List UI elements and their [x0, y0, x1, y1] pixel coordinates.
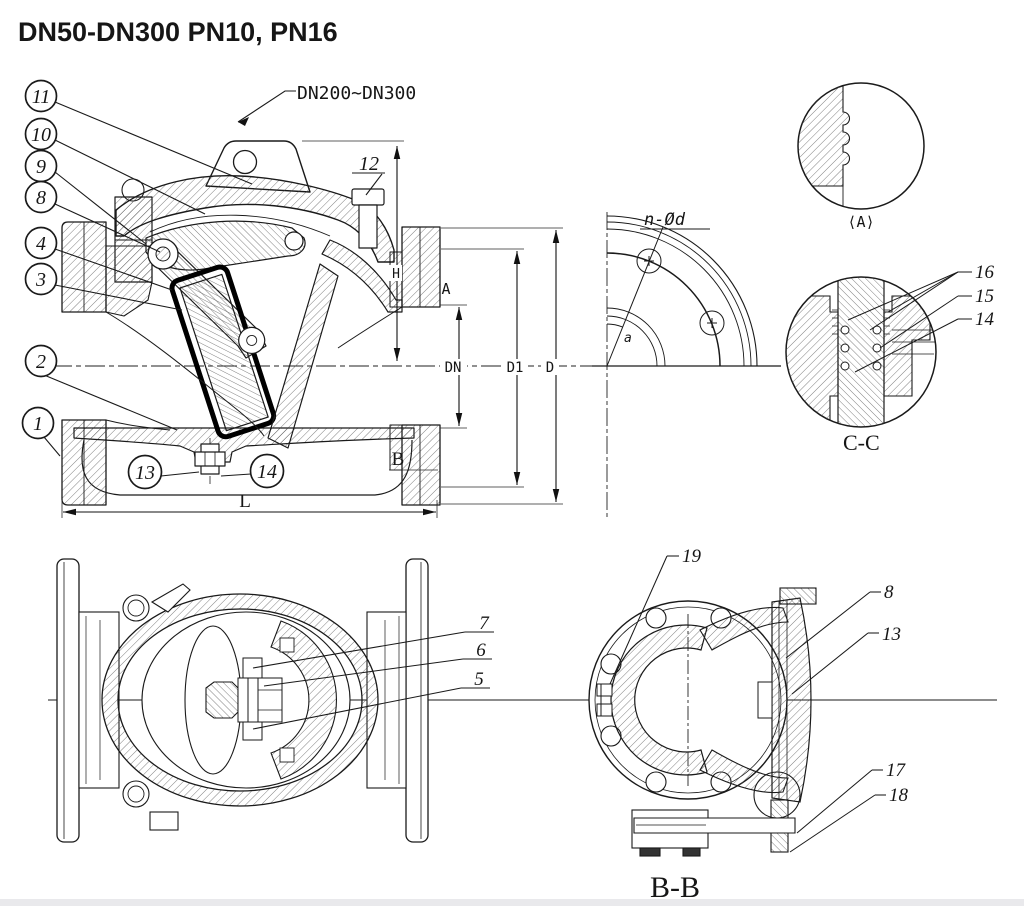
body-right-wall [321, 239, 403, 313]
front-view: 7 6 5 [56, 558, 494, 843]
bb-seat-ring-section [610, 624, 708, 776]
hinge-spout [150, 583, 191, 613]
disc-assembly [169, 264, 277, 440]
outlet-flange-section [389, 226, 441, 506]
dn-range-label: DN200~DN300 [297, 83, 416, 104]
detail-cc: 16 15 14 C-C [785, 262, 995, 455]
detail-cc-caption: C-C [843, 430, 880, 455]
inlet-flange-section [61, 221, 107, 506]
angle-arc [606, 323, 623, 328]
bb-hub-side [757, 681, 773, 719]
dim-D1: D1 [507, 360, 524, 376]
callout-8: 8 [24, 180, 58, 214]
bonnet-plug [351, 188, 385, 249]
callout-11: 11 [24, 79, 58, 113]
lug-hole [232, 149, 258, 175]
hub-bottom-nut [242, 721, 263, 741]
drain-plug [194, 438, 226, 484]
svg-text:3: 3 [35, 269, 46, 291]
detail-a: ⟨A⟩ [797, 82, 925, 231]
callout-7: 7 [479, 613, 490, 634]
svg-text:1: 1 [33, 413, 43, 435]
seat-section [267, 263, 339, 449]
detail-a-caption: ⟨A⟩ [847, 213, 874, 231]
callout-15: 15 [975, 286, 994, 307]
callout-10: 10 [24, 117, 58, 151]
svg-text:2: 2 [36, 351, 46, 373]
bolt-hole [636, 248, 662, 274]
callout-2: 2 [24, 344, 58, 378]
svg-text:10: 10 [31, 124, 51, 146]
bb-top-cap [779, 587, 817, 605]
gasket-face-section [798, 83, 851, 209]
callout-18: 18 [889, 785, 909, 806]
bb-disc-profile [753, 587, 817, 853]
dim-A: A [441, 280, 450, 298]
bolt-circle-arc [606, 252, 721, 367]
callout-14: 14 [249, 453, 285, 489]
dim-H: H [392, 267, 400, 282]
svg-text:9: 9 [36, 156, 46, 178]
dimensions: H A DN D1 D L B [61, 140, 563, 518]
bolt-pattern-label: n-Ød [644, 210, 686, 230]
callout-9: 9 [24, 149, 58, 183]
bb-bolt-hole [645, 607, 667, 629]
hub-top-nut [242, 657, 263, 679]
hinge-boss-bottom [122, 780, 150, 808]
svg-text:4: 4 [36, 233, 46, 255]
svg-text:8: 8 [36, 187, 46, 209]
svg-text:14: 14 [257, 461, 277, 483]
callout-19: 19 [682, 546, 702, 567]
bb-pin-boss [596, 683, 613, 717]
hinge-link-pin [284, 231, 304, 251]
callout-14-cc: 14 [975, 309, 995, 330]
drain-boss-front [149, 811, 179, 831]
callout-1: 1 [21, 406, 55, 440]
callout-13-bb: 13 [882, 624, 901, 645]
bolt-hole [699, 310, 725, 336]
main-section-view [52, 140, 592, 506]
callout-4: 4 [24, 226, 58, 260]
disc-hub [205, 657, 283, 741]
hinge-boss-top [122, 594, 150, 622]
plug-label: 12 [359, 153, 379, 175]
callout-8-bb: 8 [884, 582, 894, 603]
bb-bolt-hole [645, 771, 667, 793]
body-bottom-wall-section [73, 427, 415, 463]
svg-text:13: 13 [135, 462, 155, 484]
callout-13: 13 [127, 454, 163, 490]
dim-DN: DN [445, 360, 462, 376]
bb-bracket [631, 809, 796, 857]
section-bb-caption: B-B [650, 871, 700, 904]
callout-6: 6 [476, 640, 486, 661]
callout-5: 5 [474, 669, 484, 690]
callout-3: 3 [24, 262, 58, 296]
seat-ring-front [270, 620, 337, 780]
main-labels: DN200~DN300 12 [237, 83, 416, 196]
flange-end-view: a n-Ød [592, 210, 781, 520]
dim-D: D [546, 360, 554, 376]
section-bb: 19 8 13 17 18 B-B [588, 546, 909, 904]
page-edge-strip [0, 899, 1024, 906]
callout-16: 16 [975, 262, 995, 283]
page-title: DN50-DN300 PN10, PN16 [18, 17, 338, 47]
svg-text:11: 11 [32, 86, 51, 108]
angle-label: a [624, 331, 632, 346]
dim-L: L [239, 491, 251, 512]
main-callouts: 11 10 9 8 4 3 2 1 [21, 79, 285, 490]
callout-17: 17 [886, 760, 907, 781]
stud-section [837, 277, 885, 427]
dim-B: B [392, 449, 405, 470]
bonnet-inner-line [149, 214, 331, 237]
